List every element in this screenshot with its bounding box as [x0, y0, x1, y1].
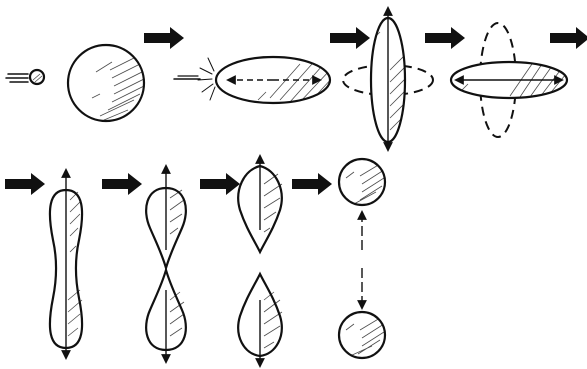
nucleus-sphere: [68, 45, 146, 121]
process-arrow-6: [102, 173, 142, 195]
neutron-group: [6, 70, 44, 84]
process-arrow-5: [5, 173, 45, 195]
process-arrow-2: [330, 27, 370, 49]
split-drops: [238, 156, 282, 366]
elongated-nucleus: [174, 57, 334, 103]
process-arrow-1: [144, 27, 184, 49]
impact-burst: [174, 58, 215, 100]
process-arrow-8: [292, 173, 332, 195]
process-arrow-3: [425, 27, 465, 49]
necking-nucleus: [146, 166, 186, 362]
dumbbell-nucleus: [50, 170, 82, 358]
fragment-spheres: [339, 159, 385, 358]
process-arrow-4: [550, 27, 587, 49]
process-arrow-7: [200, 173, 240, 195]
oscillation-horizontal: [451, 23, 567, 137]
nucleus-sphere-outline: [68, 45, 144, 121]
